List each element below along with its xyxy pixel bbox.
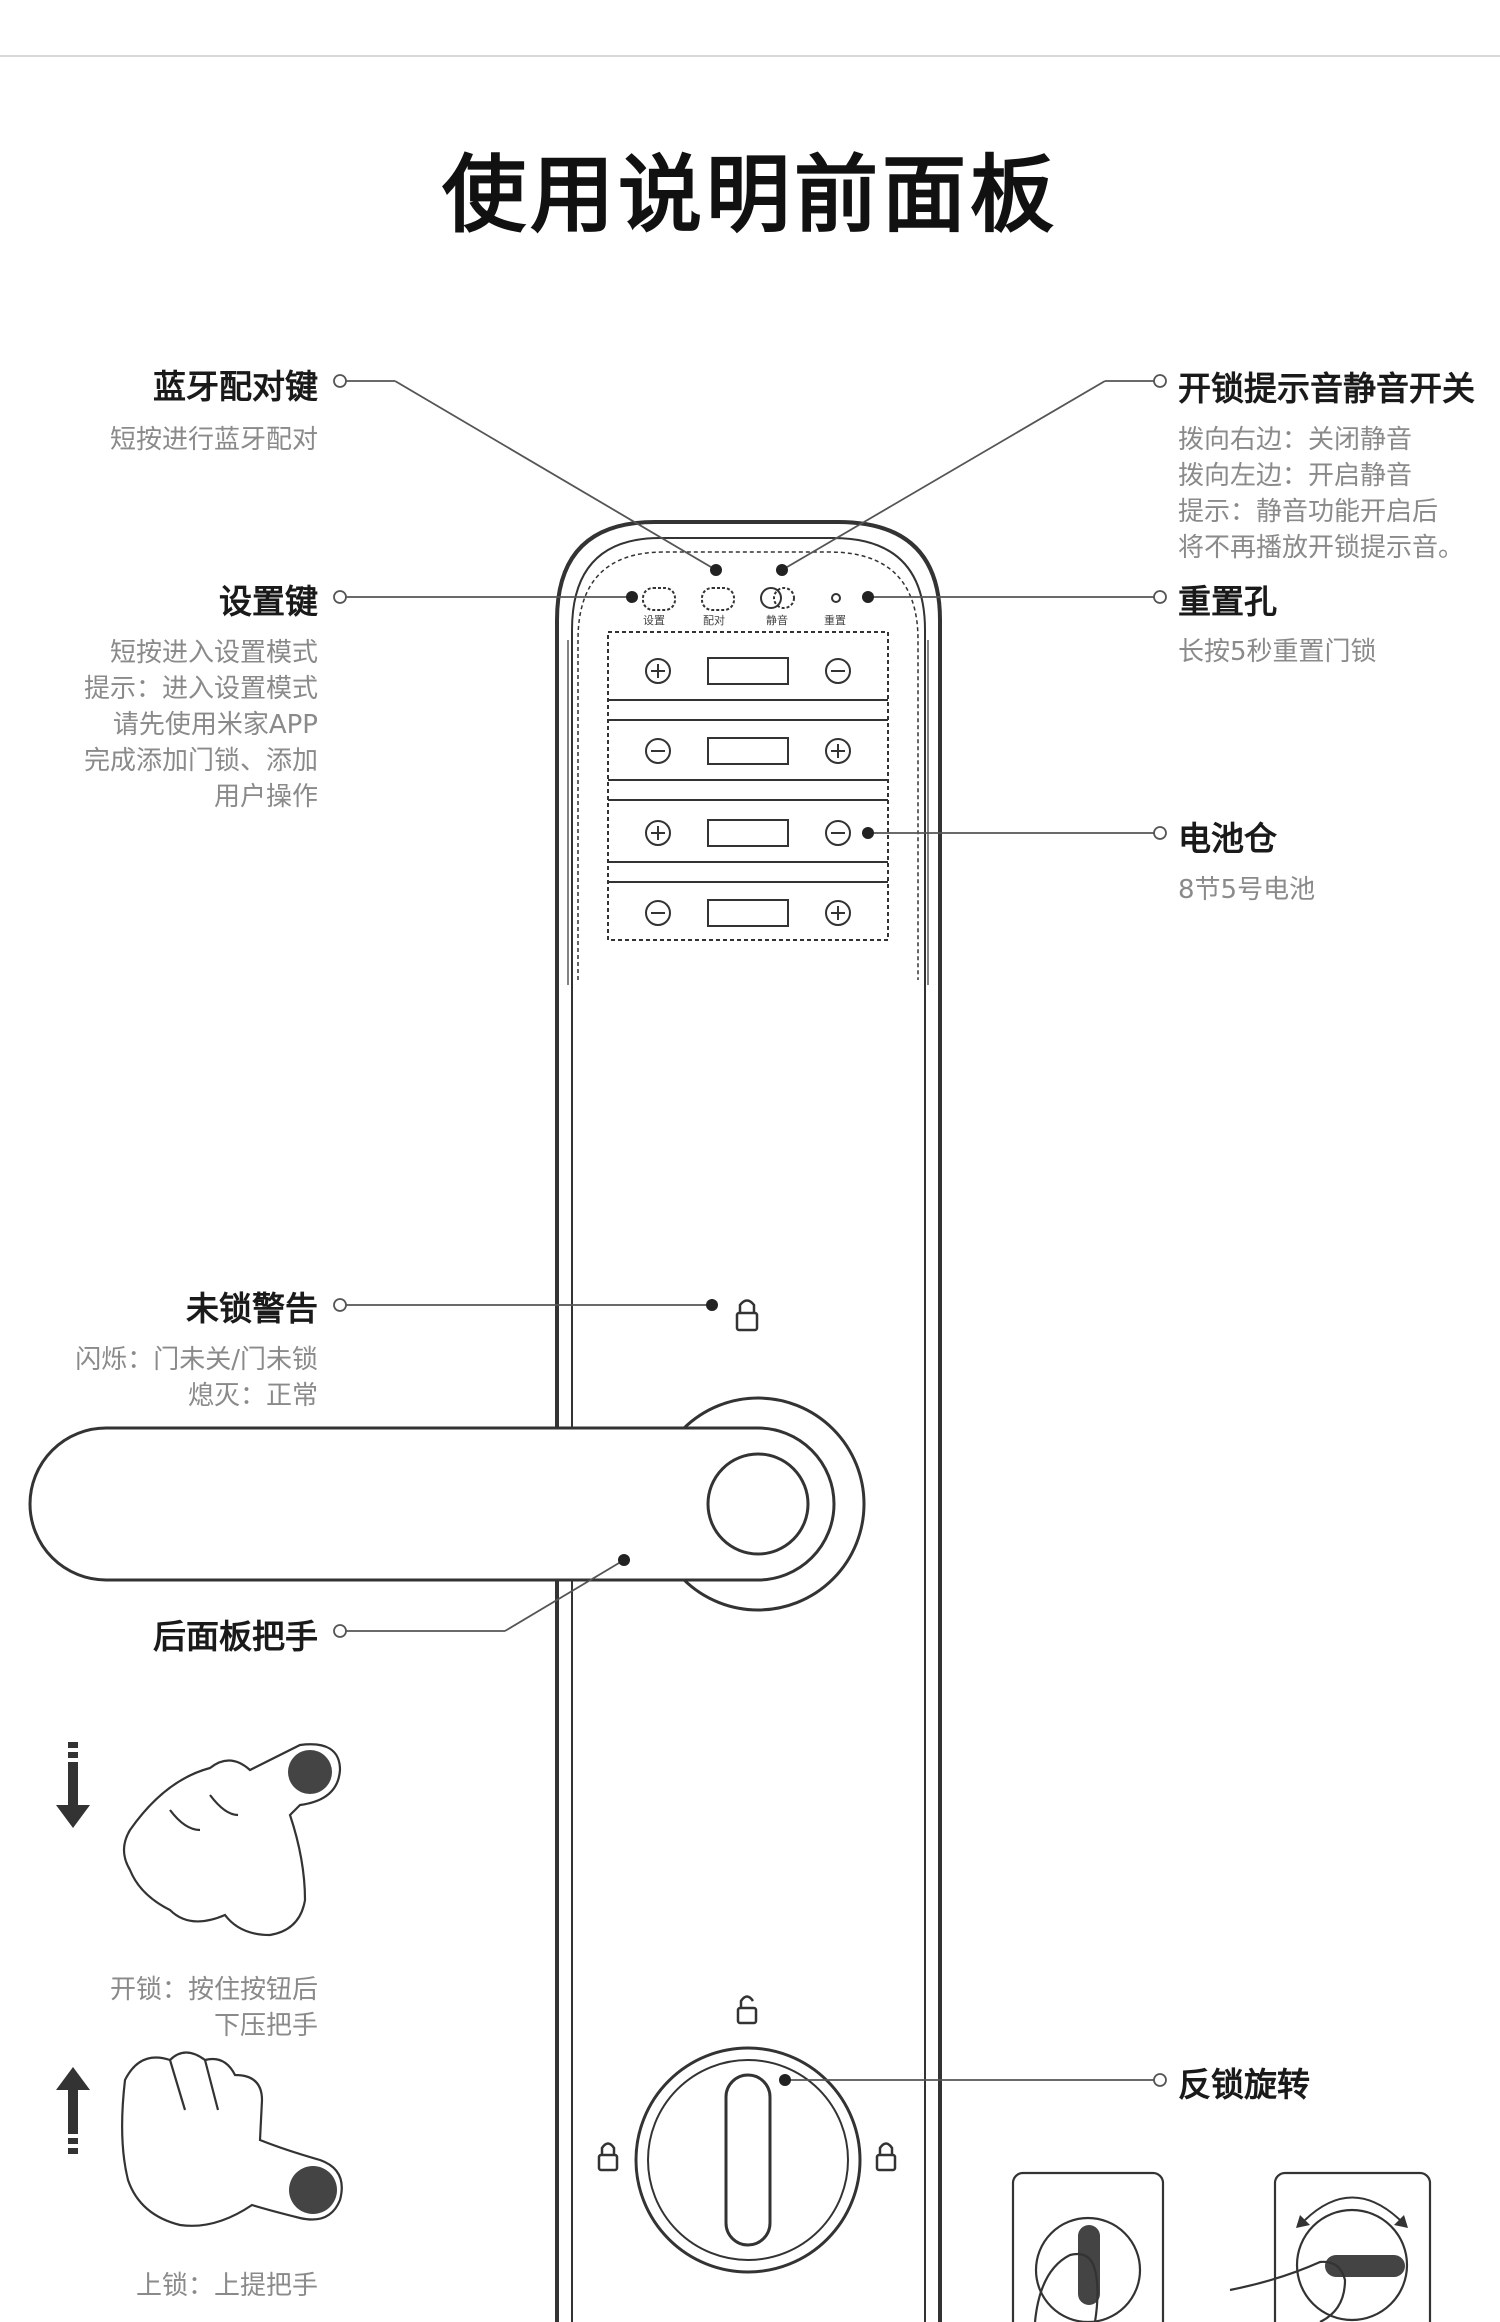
callout-dots: [618, 564, 874, 2086]
handle-label: 后面板把手: [153, 1617, 318, 1656]
unlock-warning-desc: 闪烁：门未关/门未锁 熄灭：正常: [75, 1345, 318, 1411]
battery-compartment: [607, 631, 889, 941]
hand-press-illustration: [122, 1743, 342, 1937]
knob-turn-illustration-2: [1229, 2171, 1432, 2322]
padlock-open-icon: [736, 1995, 758, 2025]
reset-hole-label: 重置孔: [1178, 582, 1277, 621]
deadbolt-label: 反锁旋转: [1178, 2065, 1310, 2104]
handle: [28, 1396, 866, 1612]
knob-turn-illustration-1: [1011, 2171, 1165, 2322]
page-title: 使用说明前面板: [441, 146, 1058, 244]
panel-label-reset: 重置: [824, 614, 846, 627]
mute-switch-desc: 拨向右边：关闭静音 拨向左边：开启静音 提示：静音功能开启后 将不再播放开锁提示…: [1178, 425, 1465, 563]
top-divider: [0, 55, 1500, 57]
battery-label: 电池仓: [1178, 819, 1277, 858]
arrow-down-icon: [56, 1742, 90, 1828]
settings-label: 设置键: [219, 582, 318, 621]
callout-lines: [333, 374, 1167, 2087]
bluetooth-label: 蓝牙配对键: [153, 367, 318, 406]
mute-switch-label: 开锁提示音静音开关: [1178, 369, 1475, 408]
lock-body: [555, 520, 942, 2322]
padlock-icon-left: [597, 2142, 619, 2172]
panel-label-pair: 配对: [703, 614, 725, 627]
padlock-icon: [735, 1299, 759, 1332]
panel-buttons: [642, 587, 841, 611]
arrow-up-icon: [56, 2067, 90, 2154]
panel-label-mute: 静音: [766, 614, 788, 627]
reset-hole-desc: 长按5秒重置门锁: [1178, 637, 1377, 667]
settings-desc: 短按进入设置模式 提示：进入设置模式 请先使用米家APP 完成添加门锁、添加 用…: [83, 638, 318, 812]
padlock-icon-right: [875, 2142, 897, 2172]
lock-instruction-desc: 上锁：上提把手: [135, 2271, 318, 2301]
panel-label-settings: 设置: [643, 614, 665, 627]
unlock-warning-label: 未锁警告: [186, 1289, 318, 1328]
battery-desc: 8节5号电池: [1178, 875, 1316, 905]
bluetooth-desc: 短按进行蓝牙配对: [109, 425, 318, 455]
deadbolt-knob: [634, 2046, 862, 2274]
hand-lift-illustration: [121, 2051, 343, 2227]
unlock-instruction-desc: 开锁：按住按钮后 下压把手: [109, 1975, 318, 2041]
battery-cells: [645, 657, 851, 927]
